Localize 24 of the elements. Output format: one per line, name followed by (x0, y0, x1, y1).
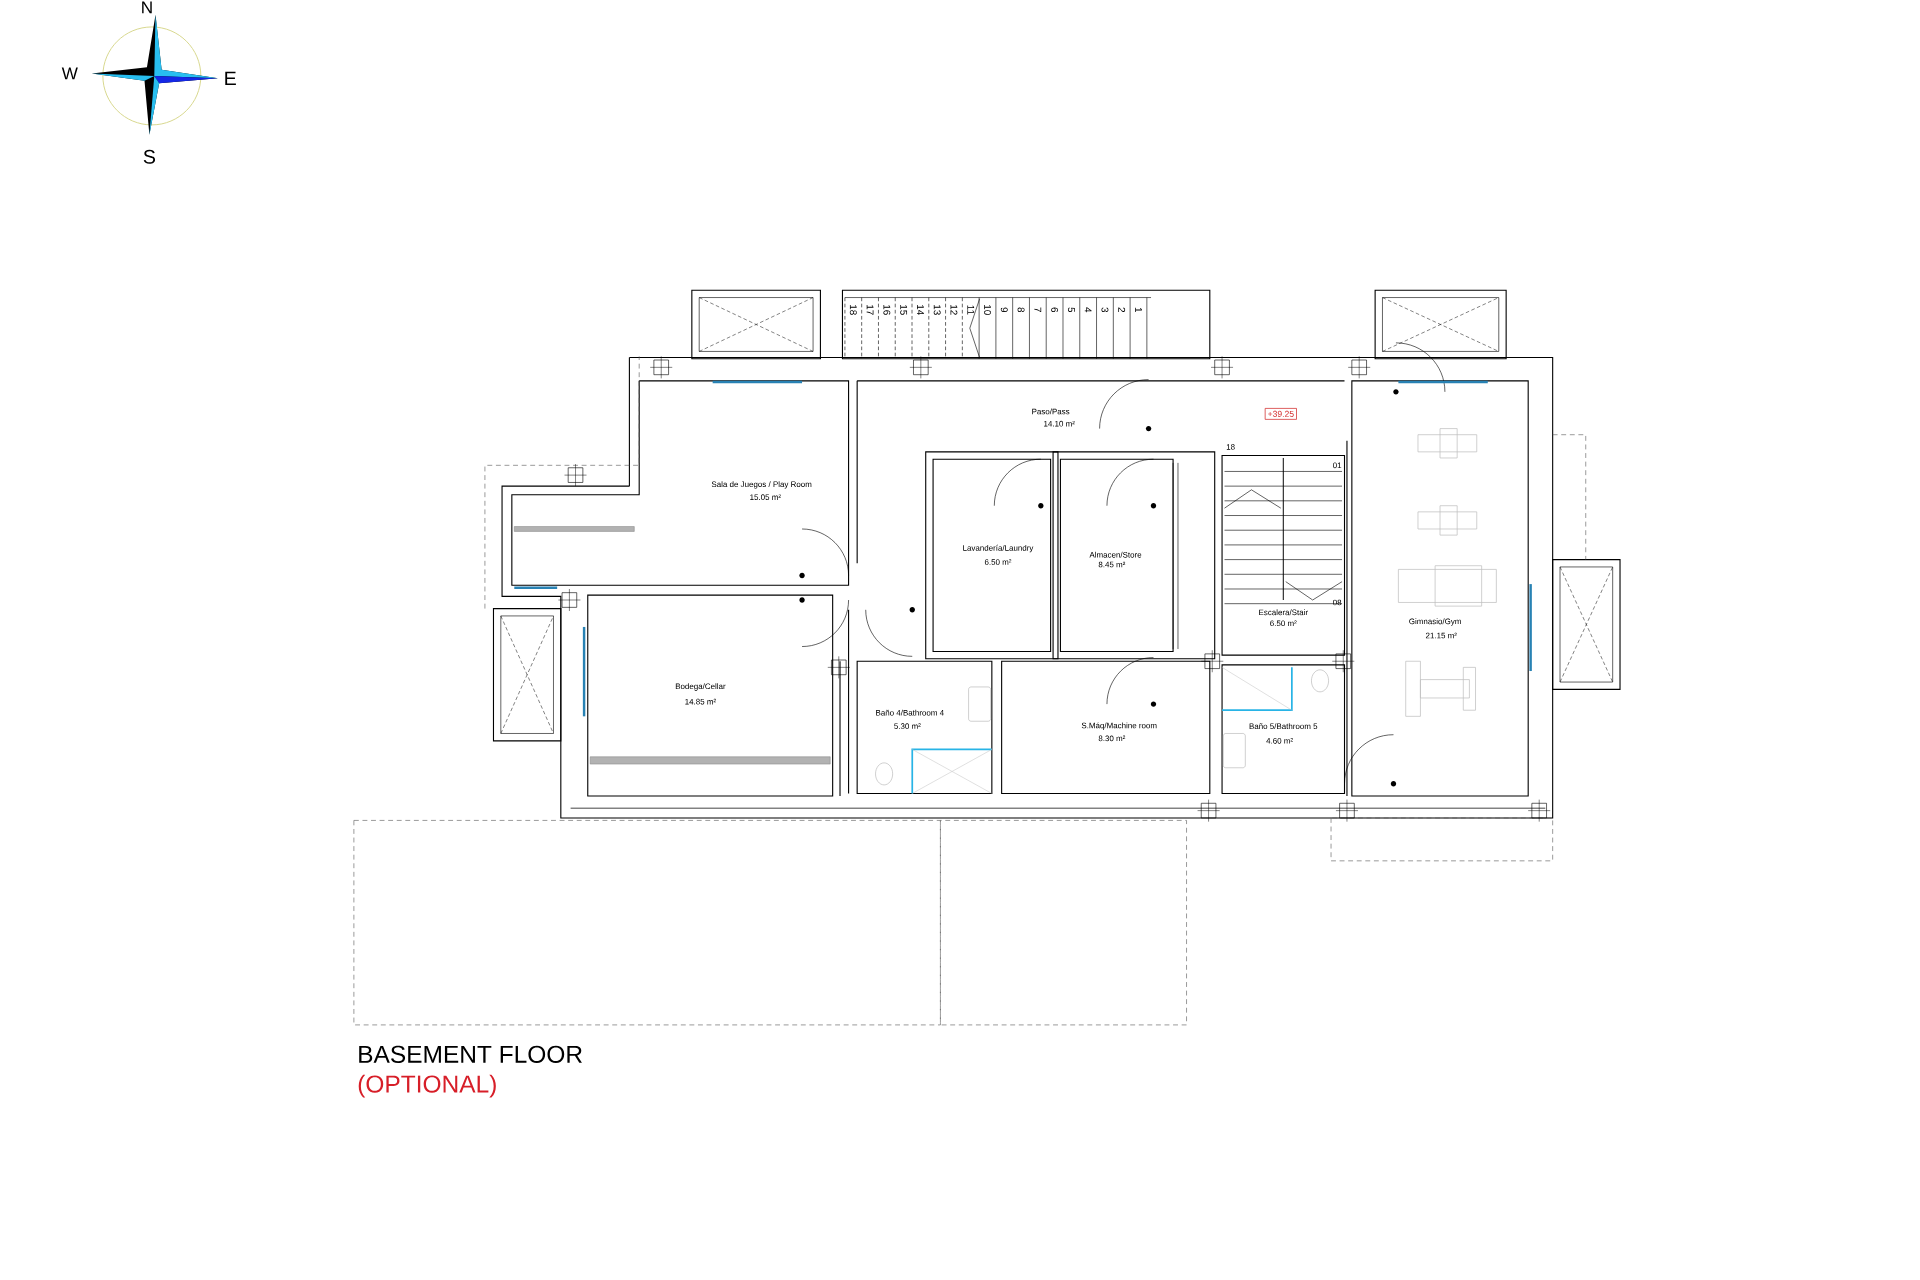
compass-letter: N (142, 1, 152, 14)
step-number: 16 (883, 305, 891, 315)
compass-letter: E (225, 71, 236, 86)
compass-letter: W (61, 67, 78, 80)
step-number: 14 (917, 305, 924, 316)
step-number: 8 (1017, 307, 1025, 313)
step-number: 9 (1000, 307, 1008, 313)
compass-letter: S (143, 150, 156, 164)
step-number: 13 (933, 305, 941, 315)
step-number: 6 (1051, 307, 1059, 313)
title: BASEMENT FLOOR (359, 1045, 582, 1064)
step-number: 18 (849, 305, 857, 315)
step-number: 1 (1135, 308, 1142, 313)
note: (OPTIONAL) (358, 1074, 496, 1098)
step-number: 2 (1118, 307, 1126, 313)
step-number: 3 (1101, 307, 1109, 313)
step-number: 17 (866, 305, 874, 315)
step-number: 15 (900, 305, 908, 316)
step-number: 5 (1067, 307, 1075, 313)
step-number: 12 (950, 305, 958, 315)
step-number: 11 (967, 305, 975, 315)
step-number: 4 (1084, 307, 1092, 313)
step-number: 7 (1034, 307, 1042, 313)
step-number: 10 (984, 305, 991, 316)
